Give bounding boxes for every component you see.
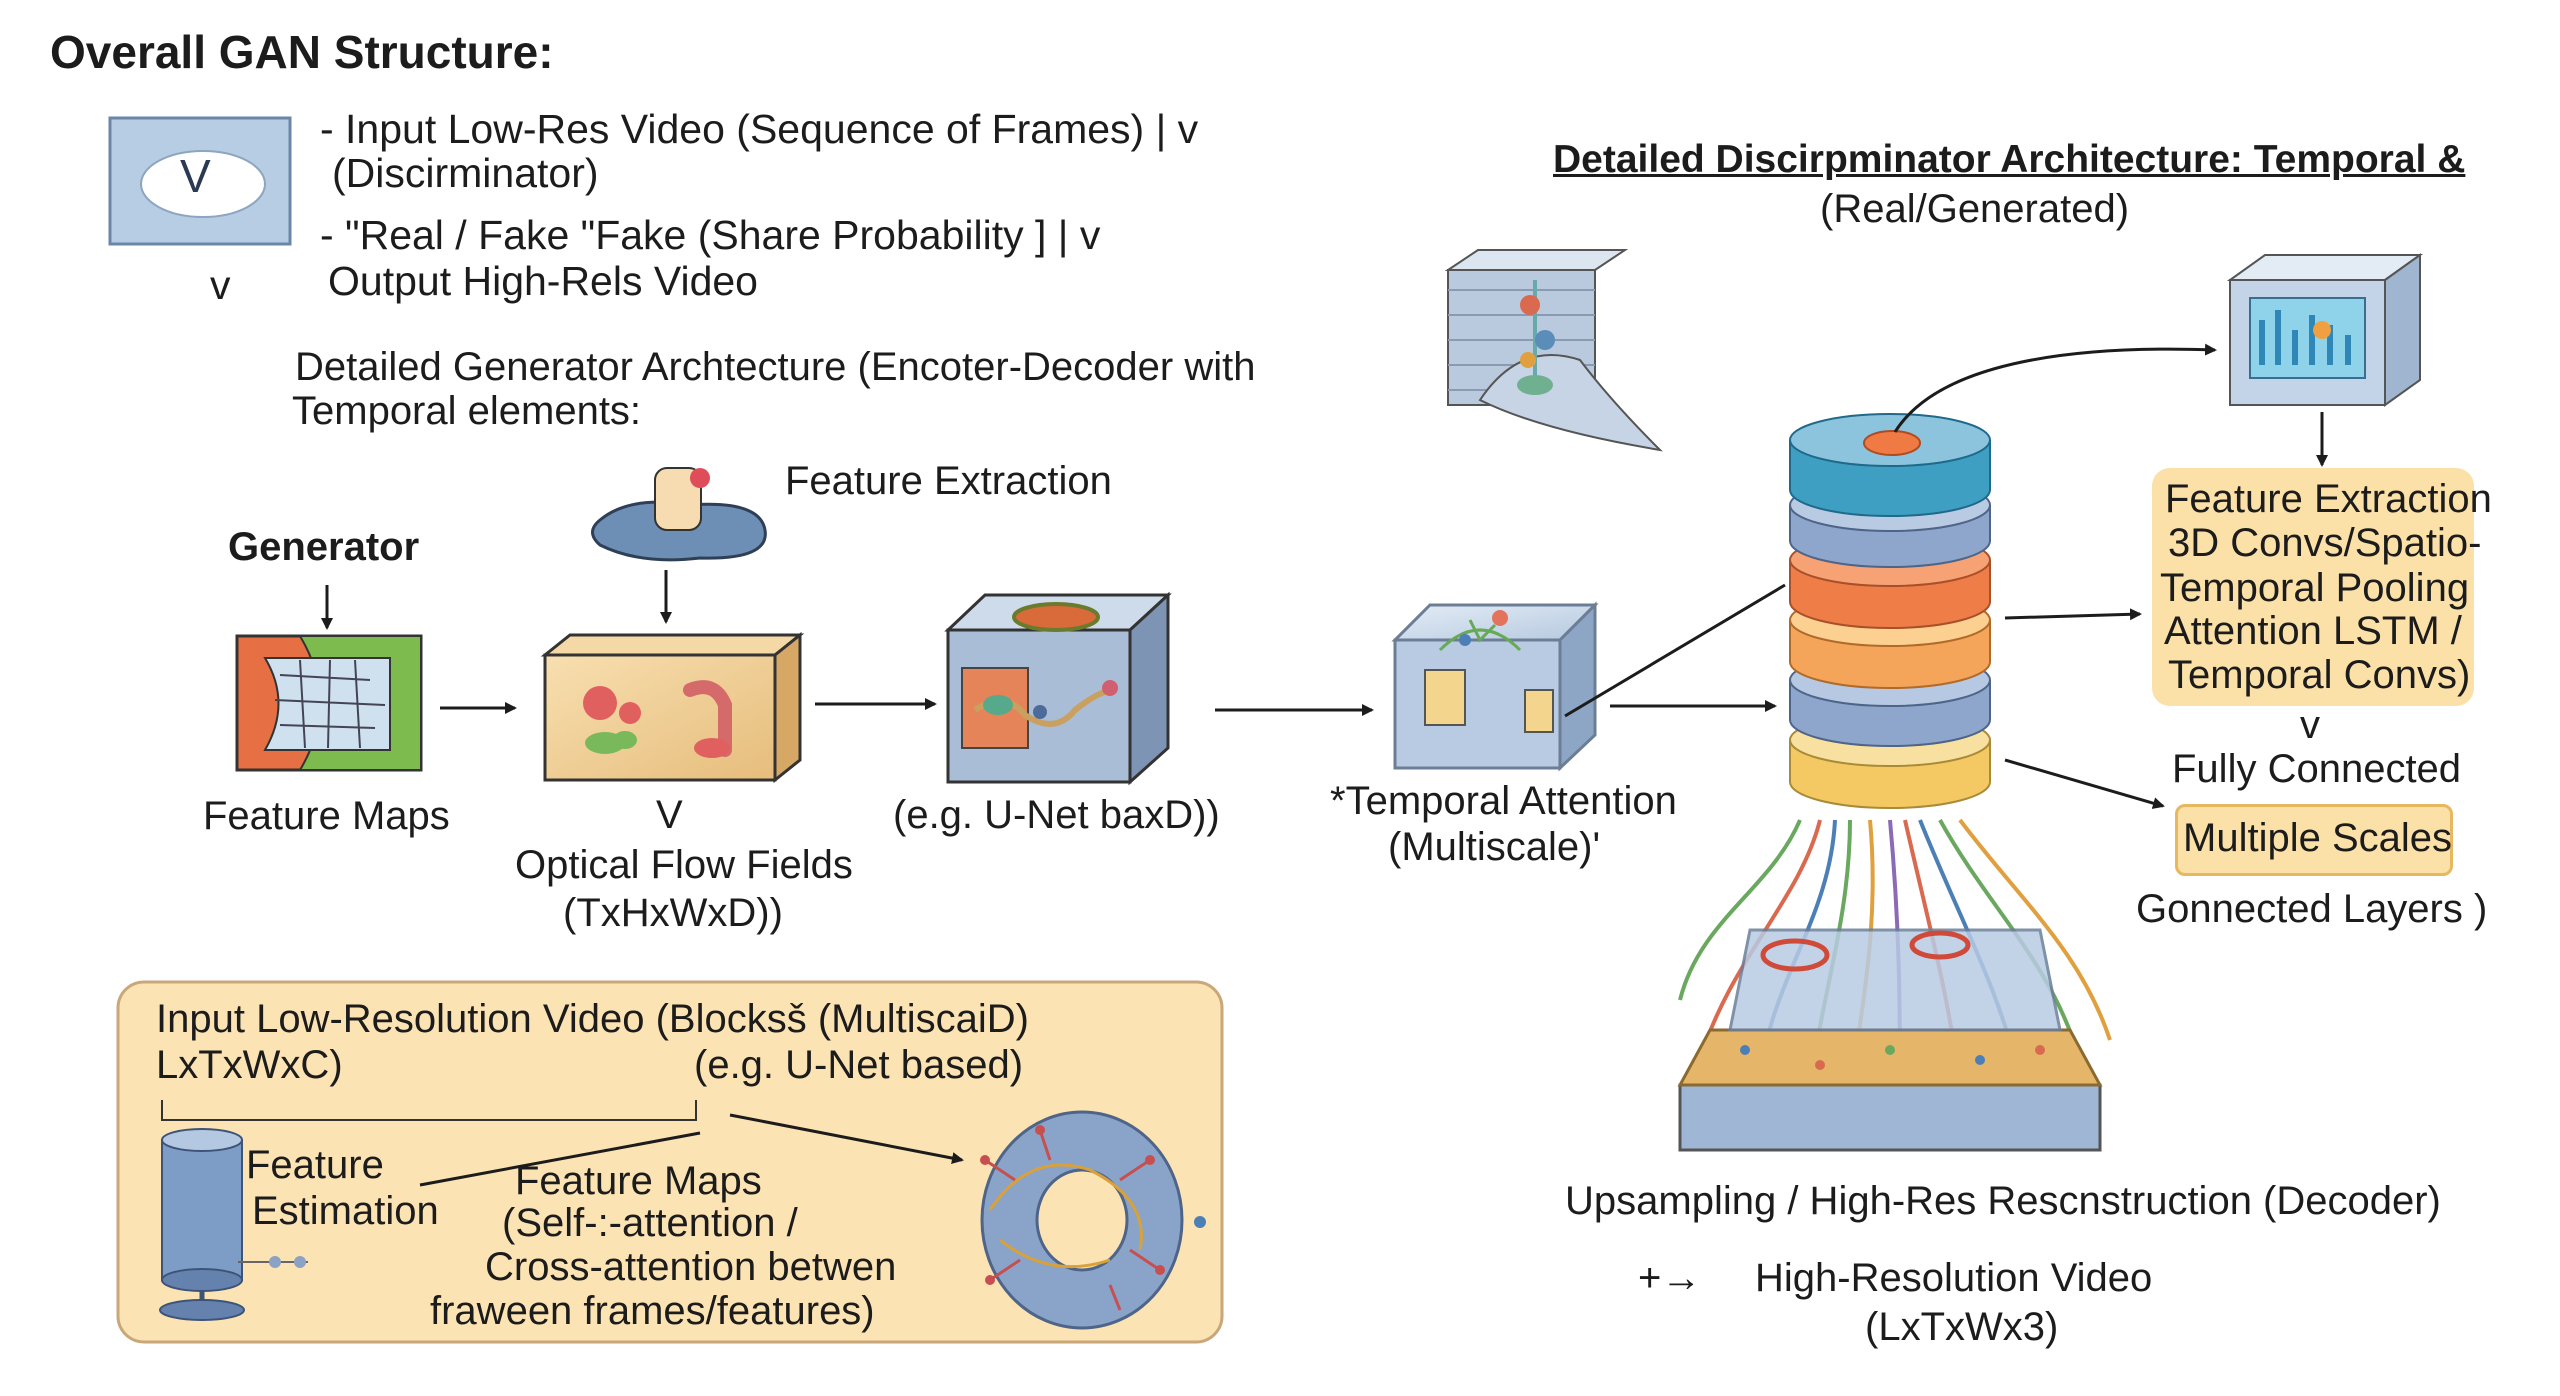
attention-ring-icon bbox=[980, 1110, 1206, 1330]
feature-estimation-1: Feature bbox=[246, 1143, 384, 1187]
feature-extraction-label: Feature Extraction bbox=[785, 459, 1112, 503]
reconstruction-plate-icon bbox=[1677, 928, 2103, 1152]
panel-fm-line-2: (Self-:-attention / bbox=[502, 1201, 798, 1245]
feature-cube-icon bbox=[1444, 249, 1663, 452]
generator-heading-1: Detailed Generator Archtecture (Encoter-… bbox=[295, 345, 1256, 389]
output-screen-icon bbox=[2226, 253, 2424, 407]
multiple-scales-label: Multiple Scales bbox=[2183, 816, 2453, 860]
node-symbol: V bbox=[180, 150, 211, 202]
temporal-attention-label-1: *Temporal Attention bbox=[1330, 779, 1677, 823]
line-estimation-to-maps bbox=[419, 1131, 701, 1187]
bottom-panel-bg bbox=[116, 980, 1224, 1344]
disc-fe-line-1: Feature Extraction bbox=[2165, 477, 2492, 521]
disc-fe-line-2: 3D Convs/Spatio- bbox=[2168, 521, 2482, 565]
overall-line-1: - Input Low-Res Video (Sequence of Frame… bbox=[320, 106, 1199, 152]
connected-layers-label: Gonnected Layers ) bbox=[2136, 887, 2488, 931]
upsampling-label: Upsampling / High-Res Rescnstruction (De… bbox=[1565, 1179, 2441, 1223]
bracket-line bbox=[161, 1100, 697, 1121]
line-attention-to-stack bbox=[1564, 583, 1786, 718]
hr-video-label: High-Resolution Video bbox=[1755, 1256, 2153, 1300]
disc-fe-line-5: Temporal Convs) bbox=[2168, 653, 2471, 697]
discriminator-node-icon bbox=[108, 116, 292, 246]
panel-line-1: Input Low-Resolution Video (Blocksš (Mul… bbox=[156, 997, 1029, 1041]
panel-fm-line-1: Feature Maps bbox=[515, 1159, 762, 1203]
overall-line-4: Output High-Rels Video bbox=[328, 258, 758, 304]
discriminator-subtitle: (Real/Generated) bbox=[1820, 187, 2130, 231]
node-arrow-v: v bbox=[210, 262, 231, 308]
feature-maps-label: Feature Maps bbox=[203, 794, 450, 838]
optical-v-mark: V bbox=[656, 793, 683, 837]
arrow-stack-to-feature-box bbox=[2004, 608, 2142, 621]
hr-video-dims: (LxTxWx3) bbox=[1865, 1305, 2059, 1349]
feature-extraction-box bbox=[2152, 468, 2474, 706]
discriminator-title: Detailed Discirpminator Architecture: Te… bbox=[1553, 138, 2466, 181]
feature-maps-icon bbox=[235, 634, 423, 772]
multiple-scales-box bbox=[2175, 804, 2453, 876]
feature-estimation-2: Estimation bbox=[252, 1189, 439, 1233]
feature-estimation-cylinder-icon bbox=[159, 1128, 308, 1321]
page-title: Overall GAN Structure: bbox=[50, 26, 554, 78]
arrow-stack-to-screen bbox=[1893, 343, 2217, 433]
plus-arrow: +→ bbox=[1638, 1256, 1702, 1300]
panel-fm-line-3: Cross-attention betwen bbox=[485, 1245, 897, 1289]
panel-line-2: LxTxWxC) bbox=[156, 1043, 343, 1087]
unet-label: (e.g. U-Net baxD)) bbox=[893, 793, 1220, 837]
panel-line-3: (e.g. U-Net based) bbox=[694, 1043, 1024, 1087]
optical-flow-label-1: Optical Flow Fields bbox=[515, 843, 853, 887]
disc-fe-line-4: Attention LSTM / bbox=[2164, 609, 2462, 653]
unet-cube-icon bbox=[944, 591, 1172, 786]
overall-line-3: - "Real / Fake "Fake (Share Probability … bbox=[320, 212, 1101, 258]
generator-label: Generator bbox=[228, 525, 420, 569]
feature-extraction-icon bbox=[591, 467, 767, 562]
disc-fe-line-3: Temporal Pooling bbox=[2160, 566, 2470, 610]
generator-heading-2: Temporal elements: bbox=[292, 389, 642, 433]
fully-connected-label: Fully Connected bbox=[2172, 747, 2462, 791]
optical-flow-box-icon bbox=[540, 631, 805, 784]
panel-fm-line-4: fraween frames/features) bbox=[430, 1289, 875, 1333]
overall-line-2: (Discirminator) bbox=[332, 150, 599, 196]
optical-flow-label-2: (TxHxWxD)) bbox=[563, 891, 783, 935]
discriminator-stack-icon bbox=[1789, 413, 1991, 809]
arrow-stack-to-multiple-scales bbox=[2004, 758, 2165, 809]
arrow-to-ring bbox=[729, 1113, 964, 1164]
disc-v-mark: v bbox=[2300, 703, 2320, 747]
temporal-attention-cube-icon bbox=[1391, 601, 1599, 772]
temporal-attention-label-2: (Multiscale)' bbox=[1388, 825, 1601, 869]
